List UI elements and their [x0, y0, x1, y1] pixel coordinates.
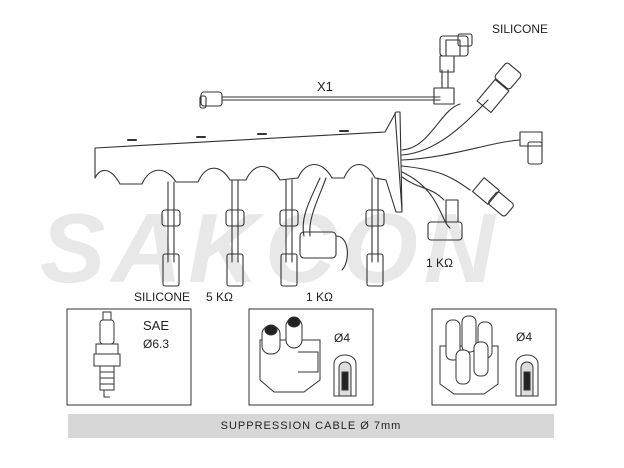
res-1k-mid-label: 1 KΩ [306, 290, 333, 304]
lead-1-boot [161, 209, 181, 227]
silicone-top-label: SILICONE [492, 22, 549, 36]
res-5k-label: 5 KΩ [206, 290, 233, 304]
cap-left-box [248, 308, 374, 406]
plug-size-label: Ø6.3 [143, 337, 170, 351]
cable-rail [94, 111, 403, 213]
watermark-text: SAKCON [40, 193, 501, 303]
silicone-bottom-label: SILICONE [134, 290, 191, 304]
cap-right-size-label: Ø4 [516, 330, 533, 344]
footer-text: SUPPRESSION CABLE Ø 7mm [220, 420, 402, 432]
x1-label: X1 [317, 79, 333, 94]
cap-left-size-label: Ø4 [334, 331, 351, 345]
plug-sae-label: SAE [143, 318, 170, 333]
x1-connector [200, 91, 223, 107]
spark-plug-box [66, 308, 192, 406]
cap-right-box [431, 308, 557, 406]
res-1k-right-label: 1 KΩ [426, 256, 453, 270]
footer-bar: SUPPRESSION CABLE Ø 7mm [68, 414, 554, 438]
